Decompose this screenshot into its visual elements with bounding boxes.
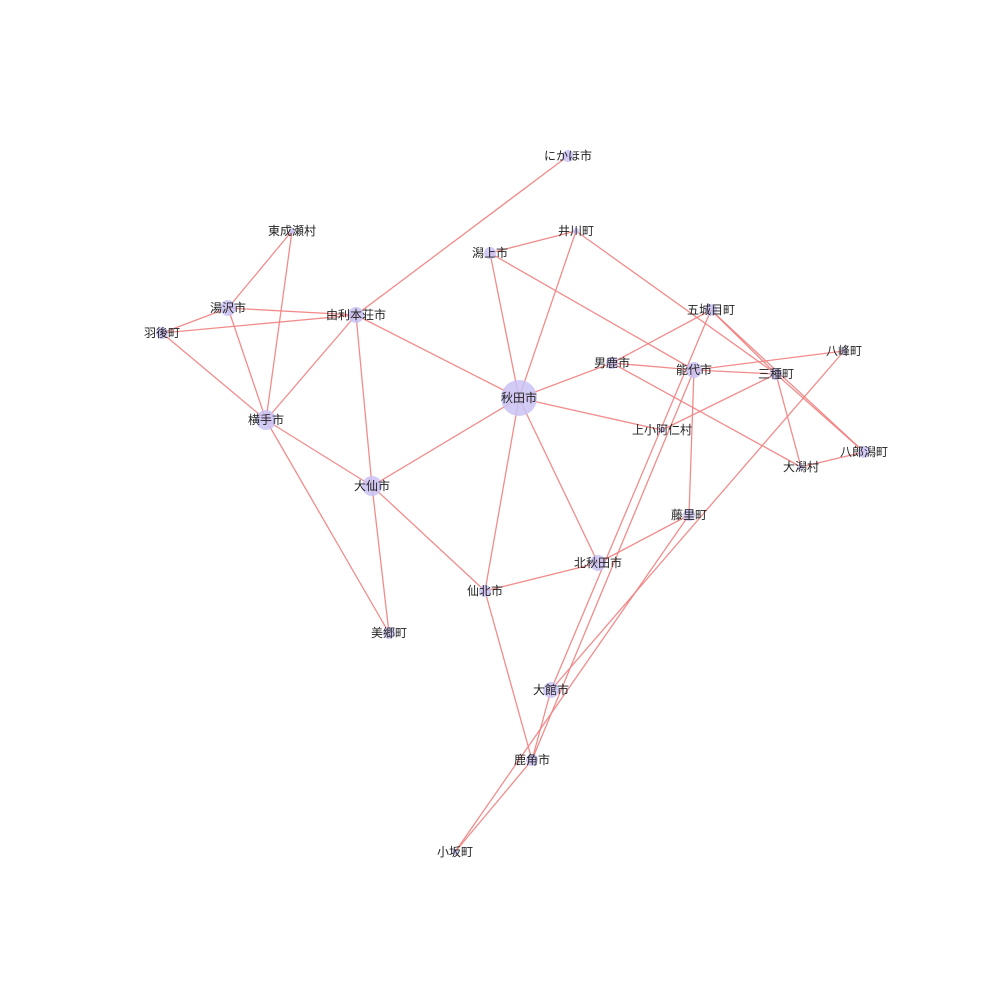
edge-ikawa-mitane [575,230,777,375]
edge-oga-noshiro [611,362,695,371]
node-akita [501,380,537,416]
edge-noshiro-fujisato [688,369,695,516]
edge-kazuno-kosaka [454,759,533,853]
node-label-yuzawa: 湯沢市 [210,300,246,315]
edge-semboku-kitaakita [484,562,599,592]
node-label-oga: 男鹿市 [594,355,630,370]
edge-mitane-ogata [775,373,802,468]
edge-yurihonjo-yuzawa [227,307,357,316]
node-happo [841,348,847,354]
edge-gojome-hachirogata [710,309,865,453]
edge-akita-daisen [371,397,520,487]
node-label-ogata: 大潟村 [783,460,819,474]
node-katagami [484,247,496,259]
edge-noshiro-happo [693,350,845,371]
node-misato [383,627,395,639]
node-kazuno [526,754,538,766]
edge-mitane-kamikoani [661,373,777,431]
node-label-yokote: 横手市 [248,412,284,427]
node-label-kitaakita: 北秋田市 [574,555,622,570]
edge-yurihonjo-nikaho [355,155,569,316]
node-label-kazuno: 鹿角市 [514,752,550,767]
edge-daisen-semboku [371,485,486,592]
node-yuzawa [220,300,236,316]
node-label-katagami: 潟上市 [472,245,508,260]
node-label-semboku: 仙北市 [467,583,503,598]
node-odate [543,682,559,698]
node-yurihonjo [348,307,364,323]
node-label-nikaho: にかほ市 [544,148,592,163]
edge-fujisato-kosaka [454,514,690,853]
node-nikaho [562,150,574,162]
node-mitane [770,368,782,380]
edge-ugo-yokote [161,332,267,421]
node-kosaka [452,849,458,855]
edge-mitane-hachirogata [775,373,865,453]
edges-layer [161,155,865,853]
node-ogata [798,464,804,470]
edge-yurihonjo-daisen [355,314,373,487]
node-label-misato: 美郷町 [371,626,407,640]
node-yokote [256,410,276,430]
edge-yuzawa-higashinaruse [227,230,293,309]
node-higashinaruse [289,228,295,234]
edge-kitaakita-fujisato [597,514,690,564]
edge-yokote-misato [265,419,390,634]
node-label-ikawa: 井川町 [558,224,594,238]
node-hachirogata [858,446,870,458]
edge-yokote-daisen [265,419,373,487]
nodes-layer [156,150,870,855]
node-label-kosaka: 小坂町 [437,845,473,859]
node-label-fujisato: 藤里町 [671,508,707,522]
edge-akita-katagami [489,252,520,399]
edge-odate-kazuno [531,689,552,761]
node-label-akita: 秋田市 [501,390,537,405]
node-label-hachirogata: 八郎潟町 [840,445,888,459]
edge-akita-ikawa [518,230,577,399]
edge-semboku-kazuno [484,590,533,761]
node-label-noshiro: 能代市 [676,362,712,377]
edge-happo-odate [550,350,845,691]
node-ikawa [573,228,579,234]
edge-noshiro-kazuno [531,369,695,761]
node-label-gojome: 五城目町 [687,303,735,317]
node-ugo [156,327,168,339]
edge-yuzawa-ugo [161,307,229,334]
edge-oga-ogata [611,362,802,468]
node-kamikoani [659,427,665,433]
node-noshiro [686,362,702,378]
edge-yurihonjo-ugo [161,314,357,334]
edge-akita-yurihonjo [355,314,520,399]
edge-hachirogata-ogata [800,451,865,468]
node-label-ugo: 羽後町 [144,326,180,340]
node-label-mitane: 三種町 [758,367,794,381]
edge-yuzawa-yokote [227,307,267,421]
node-semboku [479,585,491,597]
edge-akita-kitaakita [518,397,599,564]
node-gojome [705,304,717,316]
edge-katagami-noshiro [489,252,695,371]
edge-higashinaruse-yokote [265,230,293,421]
edge-noshiro-mitane [693,369,777,375]
edge-yurihonjo-yokote [265,314,357,421]
node-fujisato [683,509,695,521]
edge-gojome-odate [550,309,712,691]
edge-oga-gojome [611,309,712,364]
node-label-happo: 八峰町 [826,344,862,358]
node-label-kamikoani: 上小阿仁村 [632,423,692,437]
edge-akita-semboku [484,397,520,592]
edge-akita-kamikoani [518,397,663,431]
node-label-higashinaruse: 東成瀬村 [268,224,316,238]
edge-daisen-misato [371,485,390,634]
node-daisen [362,476,382,496]
node-label-daisen: 大仙市 [354,478,390,493]
node-label-odate: 大館市 [533,682,569,697]
node-label-yurihonjo: 由利本荘市 [326,307,386,322]
edge-katagami-ikawa [489,230,577,254]
node-kitaakita [590,555,606,571]
node-oga [606,357,618,369]
